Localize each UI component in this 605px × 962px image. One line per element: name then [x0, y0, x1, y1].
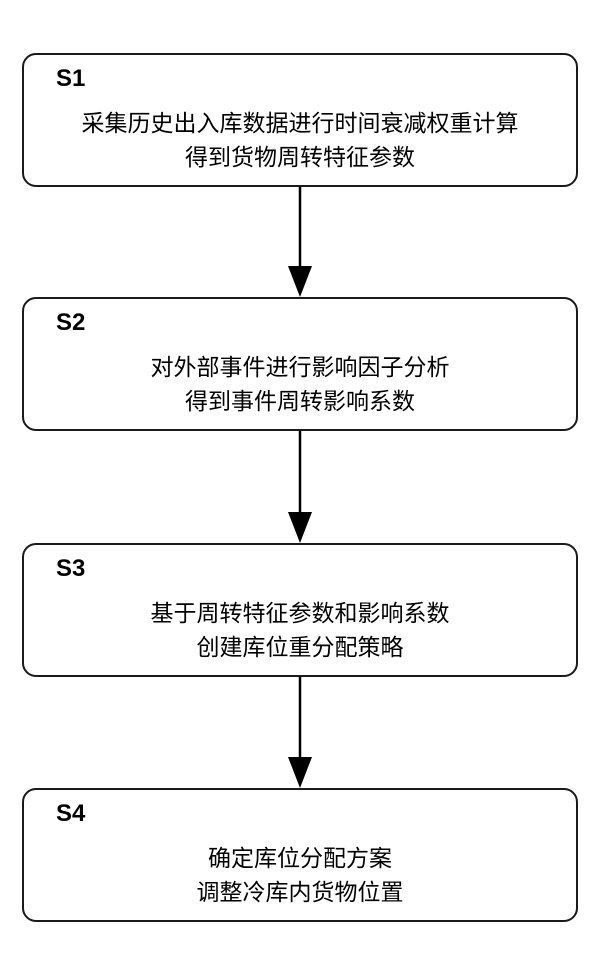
arrow-s1-to-s2: [288, 187, 312, 297]
arrow-s2-to-s3: [288, 431, 312, 543]
arrow-s3-to-s4: [288, 677, 312, 788]
